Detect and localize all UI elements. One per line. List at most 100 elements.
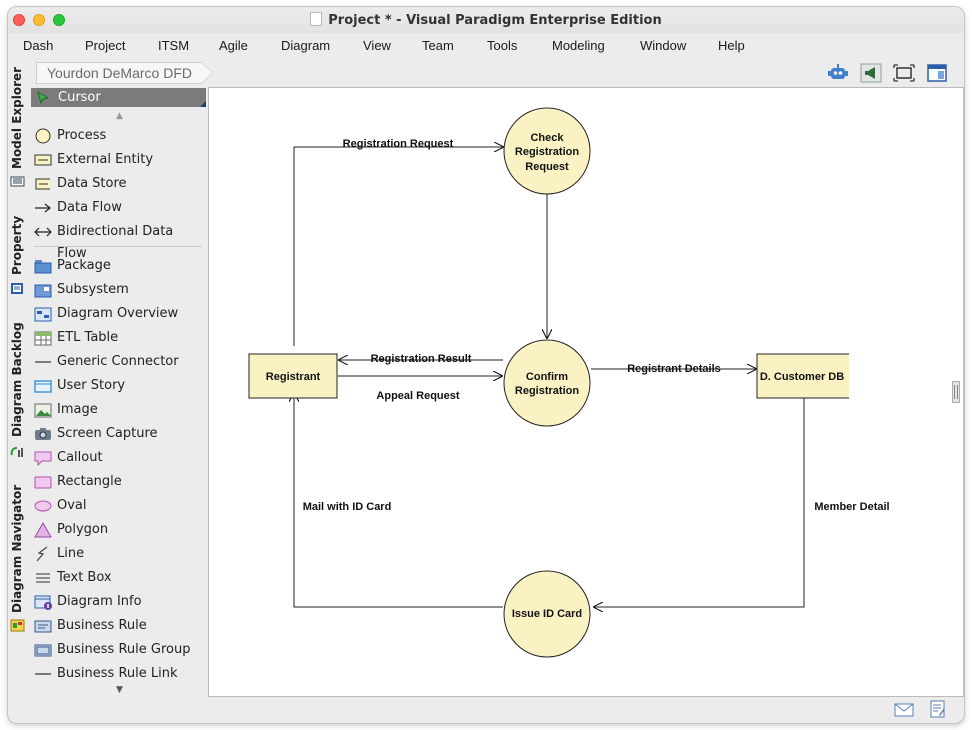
palette-item-label: Bidirectional Data Flow xyxy=(57,224,174,261)
fit-diagram-icon[interactable] xyxy=(893,63,915,83)
menu-project[interactable]: Project xyxy=(85,38,126,53)
app-window: Project * - Visual Paradigm Enterprise E… xyxy=(7,6,965,724)
tab-diagram-backlog-label: Diagram Backlog xyxy=(10,322,24,437)
process-confirm-registration[interactable]: Confirm Registration xyxy=(503,339,591,427)
property-icon xyxy=(11,283,23,294)
diagram-info-icon xyxy=(34,595,52,610)
palette-item-etl-table[interactable]: ETL Table xyxy=(30,327,206,349)
panel-resize-grip[interactable] xyxy=(952,381,960,403)
palette-item-diagram-info[interactable]: Diagram Info xyxy=(30,591,206,613)
palette-item-label: Text Box xyxy=(57,570,112,585)
palette-item-business-rule-link[interactable]: Business Rule Link xyxy=(30,663,206,685)
business-rule-icon xyxy=(34,620,52,633)
store-customer-db[interactable]: D. Customer DB xyxy=(756,353,849,399)
flow-member-detail[interactable] xyxy=(593,392,805,607)
generic-connector-icon xyxy=(35,361,51,363)
tab-model-explorer-label: Model Explorer xyxy=(10,66,24,169)
business-rule-group-icon xyxy=(34,644,52,657)
robot-icon[interactable] xyxy=(827,63,849,83)
palette-scroll-down-icon[interactable]: ▼ xyxy=(116,685,123,695)
palette-item-user-story[interactable]: User Story xyxy=(30,375,206,397)
palette-item-label: Rectangle xyxy=(57,474,122,489)
palette-item-label: Process xyxy=(57,128,107,143)
palette-item-line[interactable]: Line xyxy=(30,543,206,565)
palette-item-data-flow[interactable]: Data Flow xyxy=(30,197,206,219)
palette-cursor[interactable]: Cursor xyxy=(31,88,206,107)
palette-item-label: External Entity xyxy=(57,152,154,167)
diagram-canvas[interactable]: Check Registration Request Confirm Regis… xyxy=(208,87,964,697)
line-icon xyxy=(36,546,48,562)
palette-item-label: Oval xyxy=(57,498,87,513)
tab-diagram-navigator-label: Diagram Navigator xyxy=(10,484,24,613)
tab-property[interactable]: Property xyxy=(8,207,28,302)
palette-scroll-up-icon[interactable]: ▲ xyxy=(116,111,123,121)
diagram-overview-icon xyxy=(34,307,52,322)
palette-item-label: Business Rule Group xyxy=(57,642,191,657)
tab-diagram-navigator[interactable]: Diagram Navigator xyxy=(8,483,28,633)
menu-agile[interactable]: Agile xyxy=(219,38,248,53)
breadcrumb[interactable]: Yourdon DeMarco DFD xyxy=(36,62,213,84)
bidirectional-flow-icon xyxy=(34,227,52,237)
palette-item-label: Screen Capture xyxy=(57,426,158,441)
palette-item-label: Callout xyxy=(57,450,103,465)
palette-item-label: Package xyxy=(57,258,111,273)
flow-label-registrant-details: Registrant Details xyxy=(627,363,721,375)
menu-team[interactable]: Team xyxy=(422,38,454,53)
megaphone-icon[interactable] xyxy=(860,63,882,83)
palette-item-image[interactable]: Image xyxy=(30,399,206,421)
palette-item-process[interactable]: Process xyxy=(30,125,206,147)
palette-item-business-rule-group[interactable]: Business Rule Group xyxy=(30,639,206,661)
entity-registrant[interactable]: Registrant xyxy=(248,353,338,399)
palette-item-text-box[interactable]: Text Box xyxy=(30,567,206,589)
tab-model-explorer[interactable]: Model Explorer xyxy=(8,65,28,195)
flow-registration-request[interactable] xyxy=(293,147,504,346)
palette-item-subsystem[interactable]: Subsystem xyxy=(30,279,206,301)
palette-item-polygon[interactable]: Polygon xyxy=(30,519,206,541)
process-check-registration-request[interactable]: Check Registration Request xyxy=(503,107,591,195)
palette-item-diagram-overview[interactable]: Diagram Overview xyxy=(30,303,206,325)
process-check-line-3: Request xyxy=(525,161,569,173)
palette-item-callout[interactable]: Callout xyxy=(30,447,206,469)
title-bar: Project * - Visual Paradigm Enterprise E… xyxy=(8,7,964,33)
flow-label-registration-request: Registration Request xyxy=(343,138,454,150)
layout-panel-icon[interactable] xyxy=(926,63,948,83)
palette-item-rectangle[interactable]: Rectangle xyxy=(30,471,206,493)
subsystem-icon xyxy=(34,284,52,298)
external-entity-icon xyxy=(34,154,52,166)
menu-view[interactable]: View xyxy=(363,38,391,53)
menu-dash[interactable]: Dash xyxy=(23,38,54,53)
diagram-backlog-icon xyxy=(10,447,23,457)
mail-icon[interactable] xyxy=(894,703,914,717)
menu-itsm[interactable]: ITSM xyxy=(158,38,190,53)
menu-help[interactable]: Help xyxy=(718,38,745,53)
palette-cursor-label: Cursor xyxy=(58,90,101,105)
palette-item-label: Business Rule xyxy=(57,618,147,633)
palette-item-bidirectional-data-flow[interactable]: Bidirectional Data Flow xyxy=(30,221,206,261)
status-bar xyxy=(8,697,964,723)
palette-item-business-rule[interactable]: Business Rule xyxy=(30,615,206,637)
maximize-window-button[interactable] xyxy=(53,14,65,26)
palette-item-external-entity[interactable]: External Entity xyxy=(30,149,206,171)
palette-item-generic-connector[interactable]: Generic Connector xyxy=(30,351,206,373)
image-icon xyxy=(34,403,52,418)
palette-item-label: Data Flow xyxy=(57,200,122,215)
tab-diagram-backlog[interactable]: Diagram Backlog xyxy=(8,322,28,465)
palette-item-label: Data Store xyxy=(57,176,127,191)
palette-item-oval[interactable]: Oval xyxy=(30,495,206,517)
menu-window[interactable]: Window xyxy=(640,38,687,53)
corner-marker-icon xyxy=(200,101,206,107)
menu-tools[interactable]: Tools xyxy=(487,38,518,53)
minimize-window-button[interactable] xyxy=(33,14,45,26)
process-issue-id-card[interactable]: Issue ID Card xyxy=(503,570,591,658)
notes-icon[interactable] xyxy=(930,700,946,718)
dfd-diagram: Check Registration Request Confirm Regis… xyxy=(248,107,890,658)
menu-modeling[interactable]: Modeling xyxy=(552,38,605,53)
palette-item-screen-capture[interactable]: Screen Capture xyxy=(30,423,206,445)
process-confirm-line-1: Confirm xyxy=(526,371,568,383)
palette-item-package[interactable]: Package xyxy=(30,255,206,277)
menu-diagram[interactable]: Diagram xyxy=(281,38,331,53)
flow-mail-with-id-card[interactable] xyxy=(294,392,503,608)
window-title: Project * - Visual Paradigm Enterprise E… xyxy=(8,12,964,28)
palette-item-data-store[interactable]: Data Store xyxy=(30,173,206,195)
close-window-button[interactable] xyxy=(13,14,25,26)
